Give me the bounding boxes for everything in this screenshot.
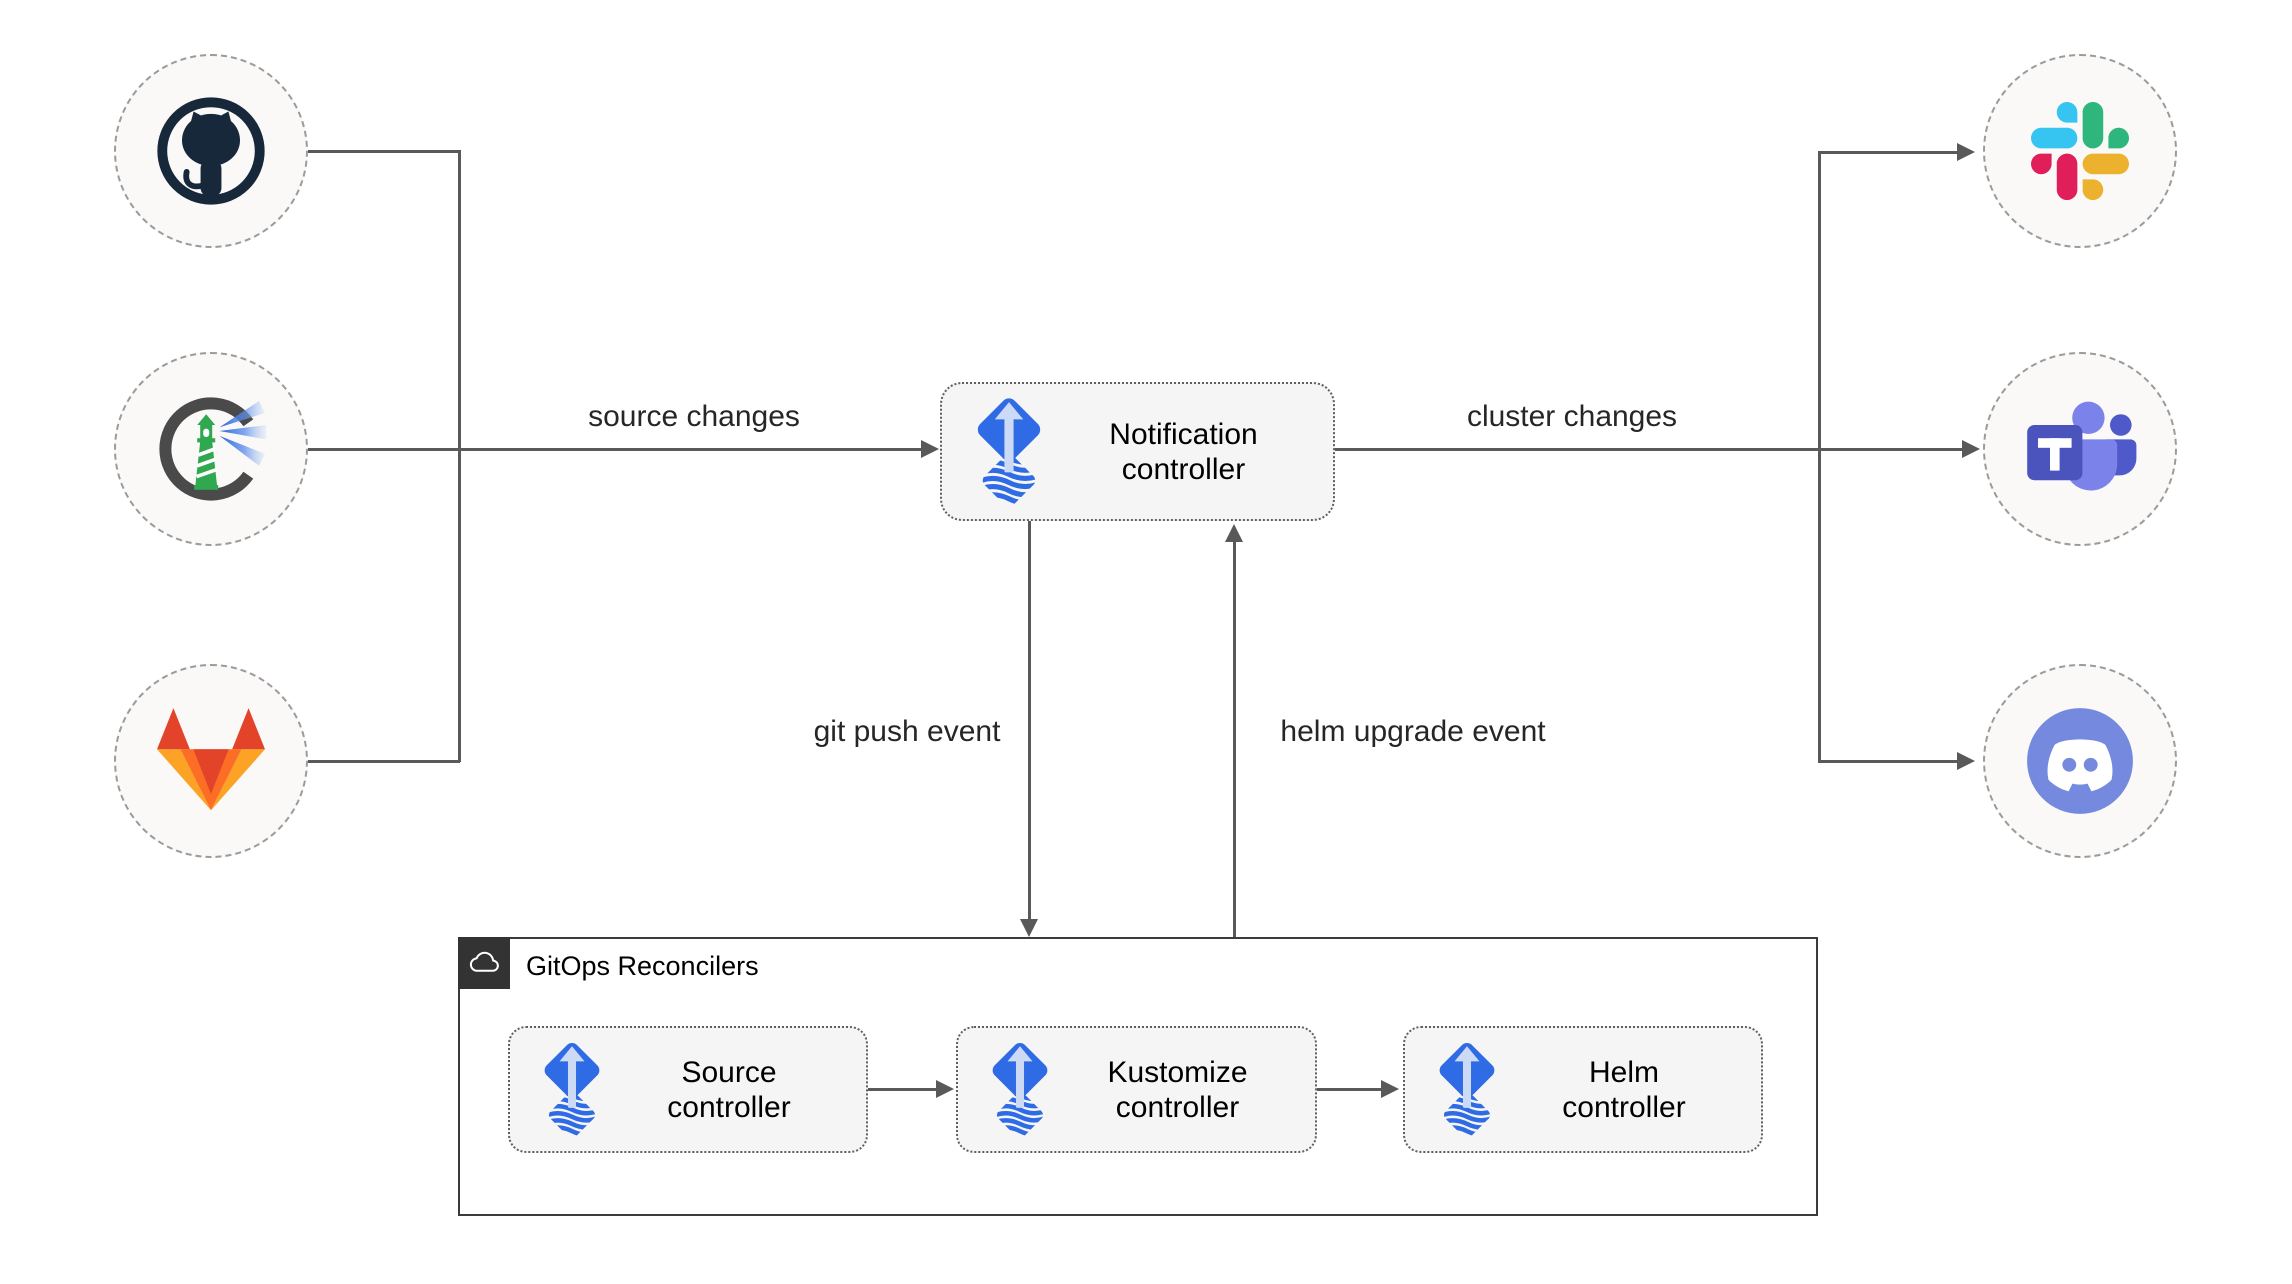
- edge-helm-upgrade-line: [1233, 541, 1236, 937]
- connector-discord-arrowhead: [1957, 752, 1975, 770]
- edge-git-push-line: [1028, 521, 1031, 921]
- edge-label-helm-upgrade-event: helm upgrade event: [1276, 714, 1550, 749]
- connector-slack-line: [1818, 151, 1964, 154]
- slack-icon: [2031, 102, 2129, 200]
- connector-targets-vertical-line: [1818, 152, 1821, 762]
- harbor-icon: [151, 389, 271, 509]
- edge-label-git-push-event: git push event: [809, 714, 1005, 749]
- node-kustomize-controller: Kustomize controller: [956, 1026, 1317, 1153]
- container-badge: [458, 937, 510, 989]
- flux-icon: [1431, 1040, 1503, 1140]
- github-icon: [153, 93, 269, 209]
- connector-slack-arrowhead: [1957, 143, 1975, 161]
- notification-controller-label: Notification controller: [1109, 417, 1258, 486]
- connector-discord-line: [1818, 760, 1964, 763]
- target-node-discord: [1983, 664, 2177, 858]
- flux-icon: [984, 1040, 1056, 1140]
- node-notification-controller: Notification controller: [940, 382, 1335, 521]
- helm-controller-label: Helm controller: [1562, 1055, 1686, 1124]
- source-node-github: [114, 54, 308, 248]
- connector-sources-vertical-line: [458, 150, 461, 762]
- flux-icon: [536, 1040, 608, 1140]
- edge-git-push-arrowhead: [1020, 919, 1038, 937]
- connector-gitlab-line: [308, 760, 460, 763]
- node-helm-controller: Helm controller: [1403, 1026, 1763, 1153]
- connector-kustomize-helm-arrowhead: [1381, 1080, 1399, 1098]
- connector-kustomize-helm-line: [1317, 1088, 1383, 1091]
- edge-label-source-changes: source changes: [584, 399, 804, 434]
- edge-label-cluster-changes: cluster changes: [1462, 399, 1682, 434]
- microsoft-teams-icon: [2020, 389, 2140, 509]
- edge-source-changes-line: [308, 448, 924, 451]
- cloud-icon: [467, 946, 501, 980]
- source-controller-label: Source controller: [667, 1055, 791, 1124]
- kustomize-controller-label: Kustomize controller: [1107, 1055, 1248, 1124]
- gitlab-icon: [152, 707, 270, 815]
- target-node-slack: [1983, 54, 2177, 248]
- node-source-controller: Source controller: [508, 1026, 868, 1153]
- flux-icon: [968, 395, 1050, 509]
- connector-source-kustomize-line: [868, 1088, 938, 1091]
- edge-cluster-changes-line: [1335, 448, 1965, 451]
- target-node-teams: [1983, 352, 2177, 546]
- source-node-harbor: [114, 352, 308, 546]
- discord-icon: [2017, 698, 2143, 824]
- connector-github-line: [308, 150, 460, 153]
- edge-source-changes-arrowhead: [921, 440, 939, 458]
- connector-source-kustomize-arrowhead: [936, 1080, 954, 1098]
- gitops-reconcilers-title: GitOps Reconcilers: [526, 951, 759, 981]
- edge-cluster-changes-arrowhead-teams: [1962, 440, 1980, 458]
- source-node-gitlab: [114, 664, 308, 858]
- edge-helm-upgrade-arrowhead: [1225, 524, 1243, 542]
